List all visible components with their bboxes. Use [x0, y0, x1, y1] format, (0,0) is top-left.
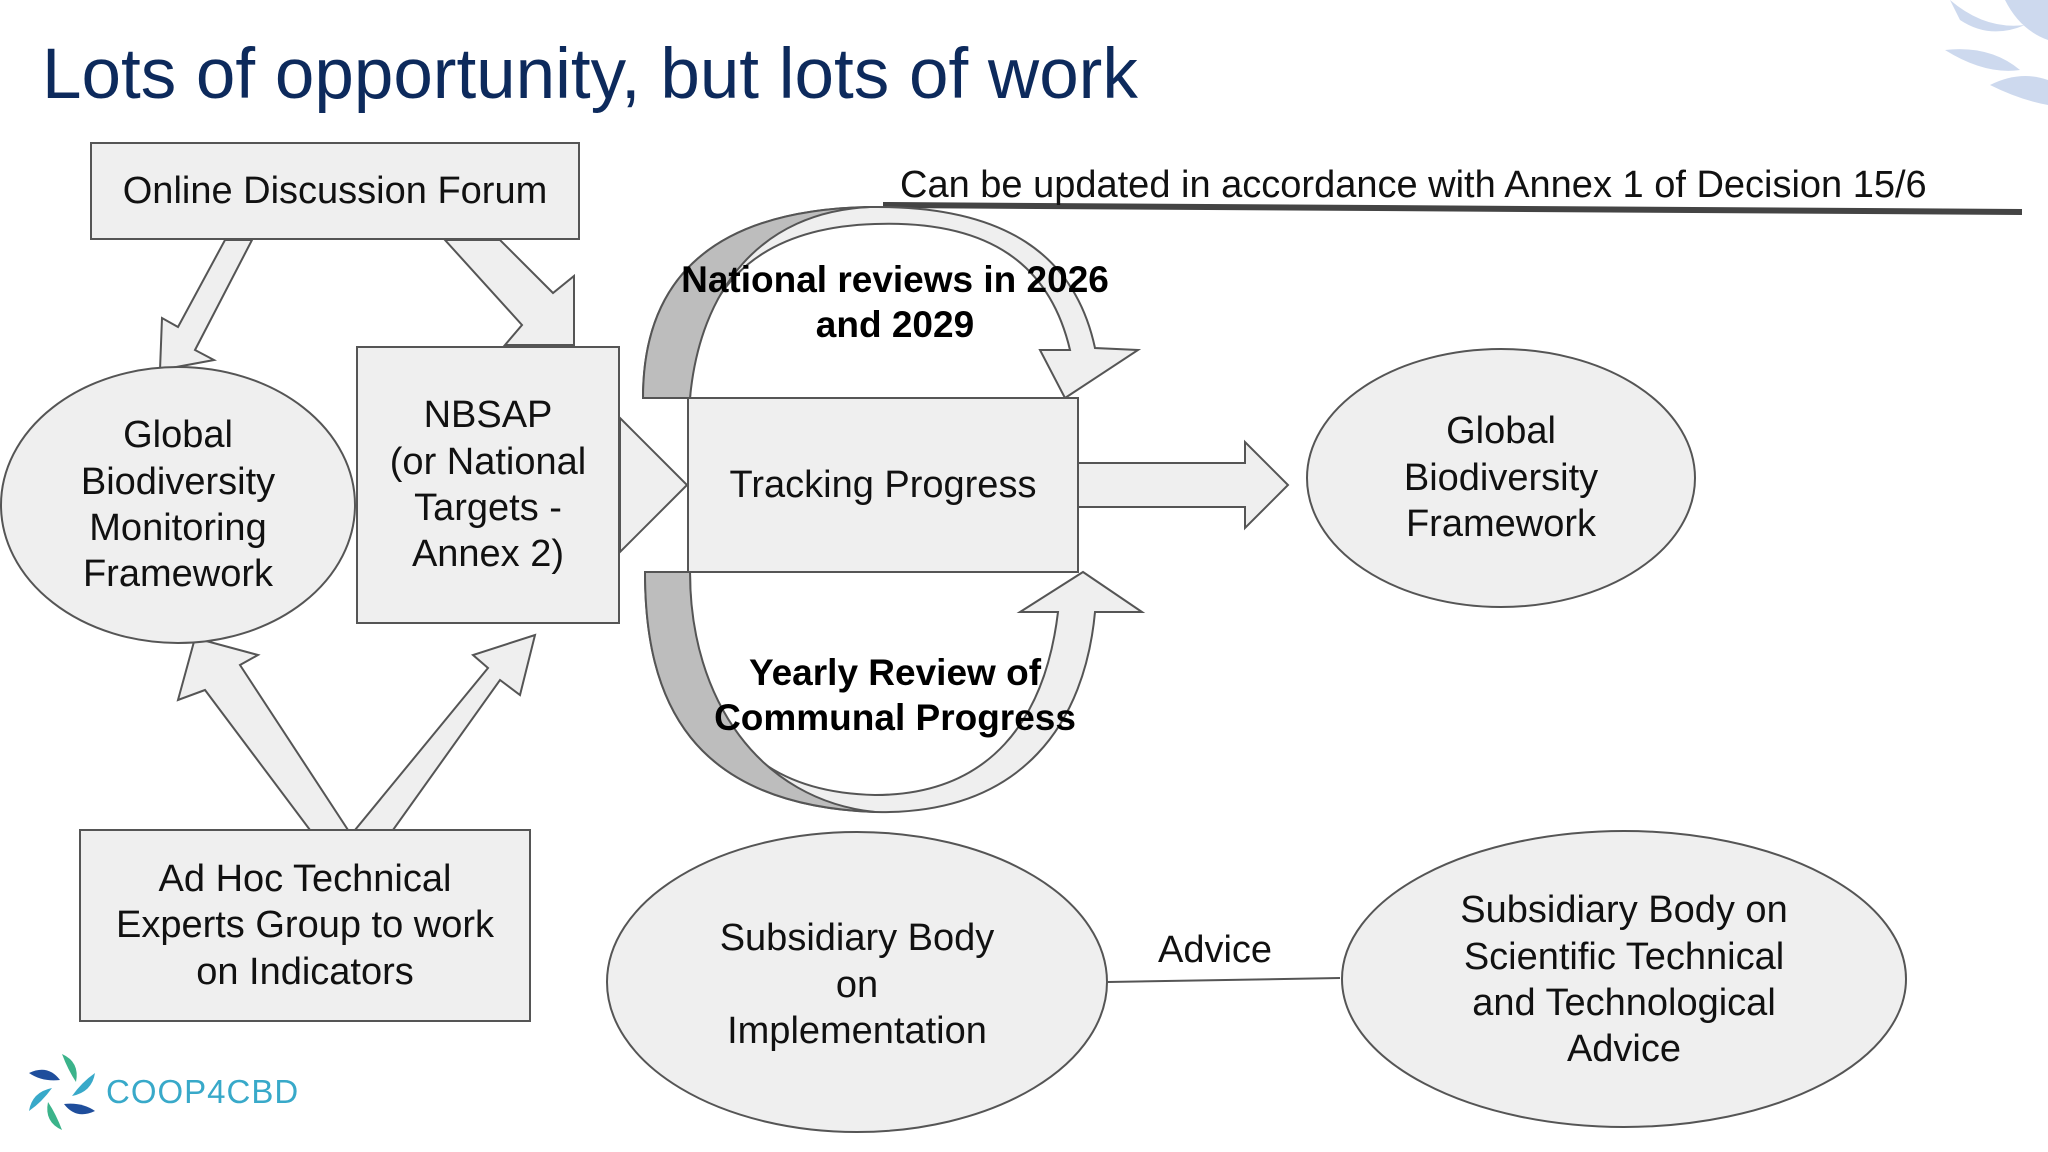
- top-loop-shadow: [641, 206, 871, 399]
- forum-box: [90, 142, 580, 240]
- sbstta-ellipse: [1341, 830, 1907, 1128]
- coop4cbd-logo-icon: [29, 1054, 95, 1130]
- tracking-box: [687, 397, 1079, 573]
- experts-box: [79, 829, 531, 1022]
- monitoring-ellipse: [0, 366, 356, 644]
- arrow-nbsap-to-tracking: [619, 415, 689, 555]
- yearly-review-label: Yearly Review of Communal Progress: [714, 651, 1076, 738]
- tracking-label: Tracking Progress: [729, 463, 1037, 506]
- annotation-text: Can be updated in accordance with Annex …: [900, 163, 1927, 206]
- nbsap-box: [356, 346, 620, 624]
- implementation-ellipse: [606, 831, 1108, 1133]
- arrow-experts-to-monitoring: [176, 636, 350, 831]
- forum-label: Online Discussion Forum: [122, 169, 548, 212]
- arrow-forum-to-nbsap: [442, 239, 575, 346]
- framework-label: Global Biodiversity Framework: [1403, 410, 1599, 546]
- arrow-tracking-to-framework: [1077, 439, 1290, 531]
- corner-decoration-icon: [1945, 0, 2048, 105]
- annotation-underline: [882, 202, 2023, 215]
- advice-label: Advice: [1157, 928, 1273, 971]
- framework-ellipse: [1306, 348, 1696, 608]
- coop4cbd-logo-text: COOP4CBD: [106, 1073, 300, 1110]
- advice-connector: [1107, 977, 1341, 983]
- arrow-experts-to-nbsap: [352, 633, 537, 831]
- sbstta-label: Subsidiary Body on Scientific Technical …: [1460, 889, 1788, 1071]
- implementation-label: Subsidiary Body on Implementation: [719, 917, 995, 1053]
- monitoring-label: Global Biodiversity Monitoring Framework: [80, 414, 276, 596]
- bottom-loop-shadow: [643, 571, 876, 813]
- slide-title: Lots of opportunity, but lots of work: [42, 35, 1138, 114]
- experts-label: Ad Hoc Technical Experts Group to work o…: [115, 857, 495, 993]
- arrow-forum-to-monitoring: [158, 239, 254, 372]
- national-reviews-label: National reviews in 2026 and 2029: [681, 258, 1109, 345]
- nbsap-label: NBSAP (or National Targets - Annex 2): [389, 394, 587, 576]
